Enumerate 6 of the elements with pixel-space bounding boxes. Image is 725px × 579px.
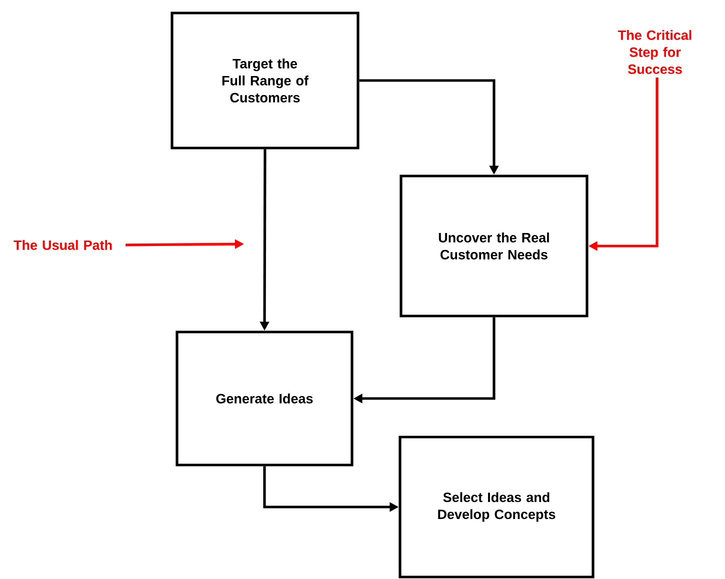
process-box: Select Ideas and Develop Concepts — [398, 436, 594, 578]
annotation-text: The Usual Path — [14, 240, 112, 250]
process-box: Uncover the Real Customer Needs — [400, 174, 588, 318]
process-box: Target the Full Range of Customers — [170, 12, 360, 150]
process-box: Generate Ideas — [176, 330, 354, 466]
annotation-text: The Critical Step for Success — [618, 30, 692, 74]
